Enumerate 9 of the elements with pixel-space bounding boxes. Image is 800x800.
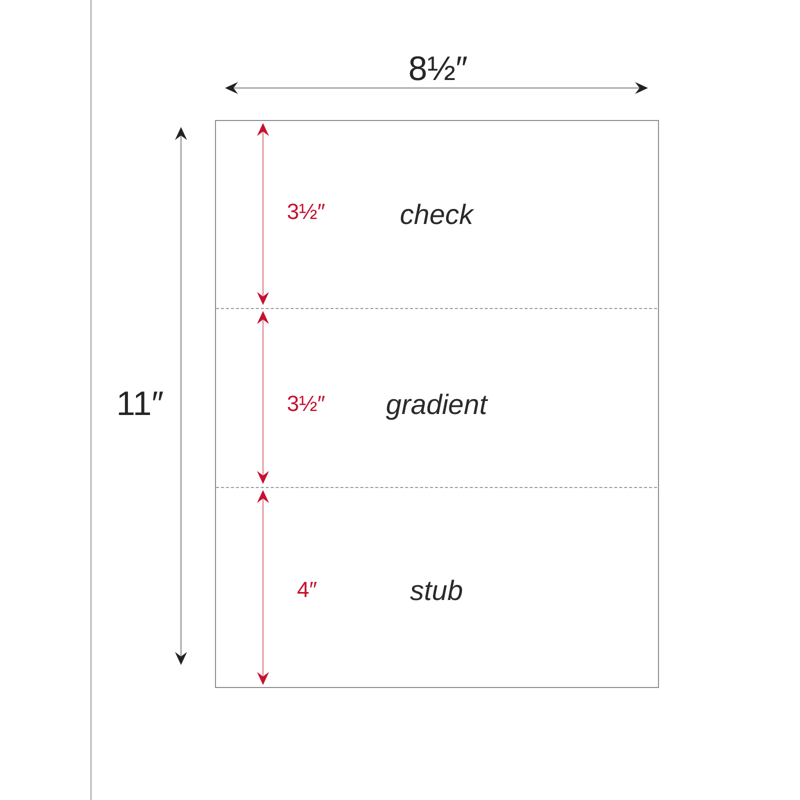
dimension-label: 3½″ xyxy=(286,393,326,415)
dimension-label: 3½″ xyxy=(286,201,326,223)
section-label: check xyxy=(400,200,474,228)
section-label: gradient xyxy=(386,391,488,419)
dimension-label: 8½″ xyxy=(408,52,468,86)
dimension-label: 11″ xyxy=(116,387,164,421)
dimension-label: 4″ xyxy=(296,579,318,601)
page-outline xyxy=(215,120,659,688)
section-label: stub xyxy=(410,576,463,604)
